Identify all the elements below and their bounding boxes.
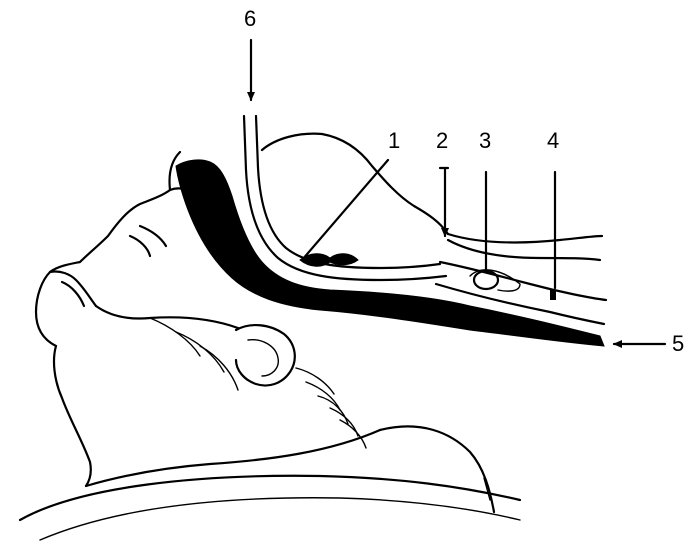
- callout-label-5: 5: [672, 331, 684, 356]
- callout-label-3: 3: [479, 128, 491, 153]
- callout-label-4: 4: [547, 128, 559, 153]
- callout-label-6: 6: [244, 6, 256, 31]
- callout-label-1: 1: [388, 128, 400, 153]
- callout-label-2: 2: [436, 128, 448, 153]
